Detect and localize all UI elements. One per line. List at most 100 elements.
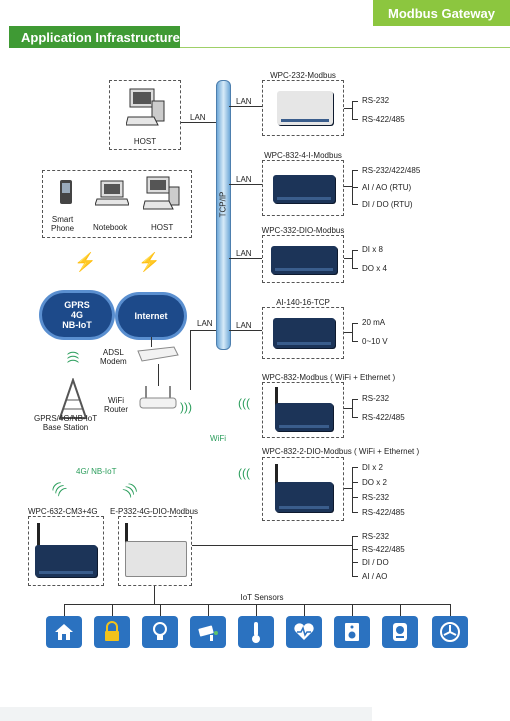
port-tick xyxy=(352,268,358,269)
device-name: WPC-332-DIO-Modbus xyxy=(261,226,345,235)
port-link xyxy=(344,108,352,109)
port-label: 0~10 V xyxy=(362,337,388,346)
port-tick xyxy=(352,170,358,171)
lock-icon xyxy=(94,616,130,648)
base-station-wifi-icon: ))) xyxy=(65,351,79,363)
device-image xyxy=(275,482,333,512)
clients-host-label: HOST xyxy=(151,223,174,232)
port-tick xyxy=(352,101,358,102)
notebook-icon xyxy=(95,180,129,206)
port-tick xyxy=(352,497,358,498)
device-box-wpc232 xyxy=(262,80,344,136)
iot-drop xyxy=(160,604,161,616)
heart-icon xyxy=(286,616,322,648)
port-label: DO x 2 xyxy=(362,478,387,487)
antenna-icon xyxy=(37,523,40,547)
port-tick xyxy=(352,341,358,342)
notebook-label: Notebook xyxy=(93,223,128,232)
iot-drop xyxy=(112,604,113,616)
port-label: RS-422/485 xyxy=(362,545,405,554)
clients-box: Smart Phone Notebook HOST xyxy=(42,170,192,238)
antenna-icon xyxy=(125,523,128,545)
lightbulb-icon xyxy=(142,616,178,648)
section-title: Application Infrastructure xyxy=(9,26,180,48)
cellular-label: 4G/ NB-IoT xyxy=(76,467,117,476)
iot-drop xyxy=(208,604,209,616)
port-tick xyxy=(352,417,358,418)
device-box-wpc832-wifi xyxy=(262,382,344,438)
host-lan-label: LAN xyxy=(190,113,206,122)
host-link xyxy=(181,122,216,123)
port-label: RS-232/422/485 xyxy=(362,166,421,175)
device-name: WPC-832-4-I-Modbus xyxy=(264,151,342,160)
cellular-wave-left-icon: ))) xyxy=(48,479,68,499)
iot-drop xyxy=(400,604,401,616)
device-image xyxy=(275,403,333,431)
internet-to-modem-link xyxy=(151,337,152,347)
gprs-cloud-label: GPRS 4G NB-IoT xyxy=(62,300,92,330)
port-tick xyxy=(352,482,358,483)
port-label: DI / DO xyxy=(362,558,389,567)
device-image xyxy=(273,175,335,203)
port-link xyxy=(344,186,352,187)
device-lan-label: LAN xyxy=(236,175,252,184)
router-lan-link xyxy=(190,330,216,331)
port-tick xyxy=(352,250,358,251)
device-image xyxy=(277,91,333,125)
port-tick xyxy=(352,467,358,468)
device-link xyxy=(229,330,262,331)
antenna-icon xyxy=(275,387,278,407)
port-label: 20 mA xyxy=(362,318,386,327)
router-lan-vertical xyxy=(190,330,191,390)
port-label: DI x 2 xyxy=(362,463,383,472)
port-label: RS-232 xyxy=(362,532,390,541)
port-tick xyxy=(352,399,358,400)
device-box-ep332 xyxy=(118,516,192,586)
iot-bus xyxy=(64,604,450,605)
port-tick xyxy=(352,119,358,120)
device-box-wpc832-4i xyxy=(262,160,344,216)
device-name: WPC-232-Modbus xyxy=(270,71,336,80)
port-label: RS-422/485 xyxy=(362,115,405,124)
iot-drop xyxy=(256,604,257,616)
iot-label: IoT Sensors xyxy=(240,593,284,602)
port-link xyxy=(344,488,352,489)
port-bracket xyxy=(352,467,353,512)
device-box-wpc632 xyxy=(28,516,104,586)
device-lan-label: LAN xyxy=(236,97,252,106)
iot-drop xyxy=(450,604,451,616)
smartphone-icon xyxy=(60,180,72,204)
port-label: RS-422/485 xyxy=(362,508,405,517)
device-box-wpc332-dio xyxy=(262,235,344,283)
device-image xyxy=(35,545,97,577)
port-label: DI / DO (RTU) xyxy=(362,200,413,209)
wifi-router-icon xyxy=(139,386,177,409)
port-tick xyxy=(352,204,358,205)
device-name: WPC-832-2-DIO-Modbus ( WiFi + Ethernet ) xyxy=(262,447,420,456)
device-box-ai140 xyxy=(262,307,344,359)
adsl-modem-icon xyxy=(137,346,179,362)
router-lan-label: LAN xyxy=(197,319,213,328)
port-bracket xyxy=(352,101,353,119)
port-link xyxy=(344,258,352,259)
port-label: RS-232 xyxy=(362,394,390,403)
meter-icon xyxy=(382,616,418,648)
backbone-label: TCP/IP xyxy=(218,191,228,218)
device-wifi-icon: ))) xyxy=(238,468,250,482)
port-bracket xyxy=(352,323,353,341)
footer-band xyxy=(0,707,372,721)
port-label: AI / AO (RTU) xyxy=(362,183,412,192)
wifi-label: WiFi xyxy=(210,434,226,443)
cellular-wave-right-icon: ))) xyxy=(120,479,140,499)
thermometer-icon xyxy=(238,616,274,648)
device-name: WPC-832-Modbus ( WiFi + Ethernet ) xyxy=(262,373,396,382)
host-pc-icon xyxy=(143,176,180,210)
router-label: WiFi Router xyxy=(104,396,129,414)
base-station-icon xyxy=(58,378,88,419)
device-link xyxy=(229,106,262,107)
port-label: RS-422/485 xyxy=(362,413,405,422)
home-icon xyxy=(46,616,82,648)
gprs-cloud: GPRS 4G NB-IoT xyxy=(42,293,112,337)
brand-banner: Modbus Gateway xyxy=(373,0,510,26)
port-bracket xyxy=(352,399,353,417)
